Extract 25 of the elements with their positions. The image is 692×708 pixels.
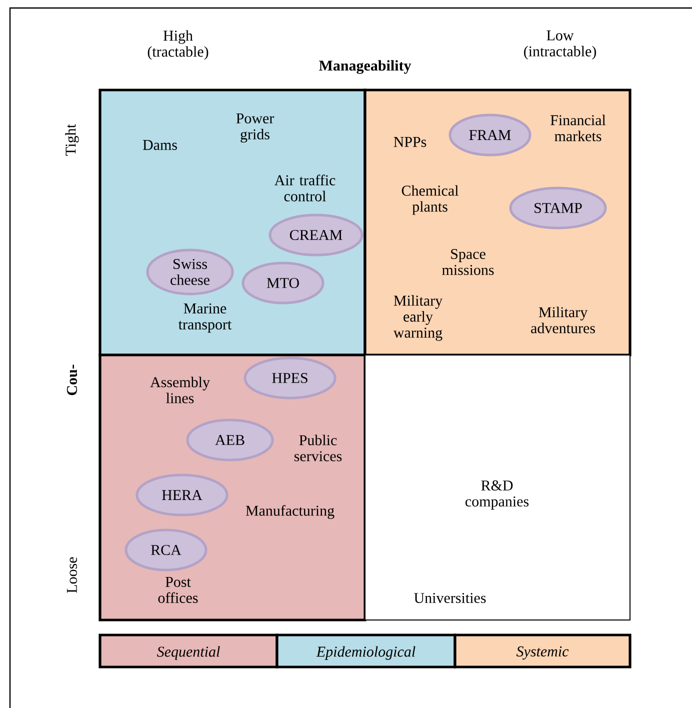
axis-label: Tight bbox=[65, 124, 79, 156]
item-label: Marine transport bbox=[178, 303, 232, 333]
axis-label: Manageability bbox=[319, 60, 412, 74]
item-label: Assembly lines bbox=[150, 376, 210, 404]
item-label: Dams bbox=[142, 140, 177, 150]
item-label: Chemical plants bbox=[402, 185, 458, 215]
axis-label: Low (intractable) bbox=[524, 30, 596, 60]
item-label: Military adventures bbox=[531, 306, 595, 334]
legend-box: Sequential bbox=[98, 634, 278, 668]
item-label: Post offices bbox=[158, 577, 198, 603]
item-label: Military early warning bbox=[393, 295, 443, 341]
item-label: Public services bbox=[294, 434, 342, 462]
item-label: Manufacturing bbox=[246, 505, 334, 519]
item-label: Financial markets bbox=[550, 114, 606, 142]
axis-label: Loose bbox=[67, 557, 77, 593]
axis-label: High (tractable) bbox=[148, 30, 208, 60]
item-label: NPPs bbox=[394, 137, 426, 147]
legend-box: Epidemiological bbox=[276, 634, 456, 668]
item-label: Universities bbox=[414, 592, 486, 604]
item-label: Power grids bbox=[236, 113, 274, 143]
item-label: Air traffic control bbox=[274, 174, 336, 202]
item-label: Space missions bbox=[442, 248, 494, 276]
axis-label: Cou- bbox=[66, 364, 78, 396]
item-label: R&D companies bbox=[466, 480, 529, 510]
legend-box: Systemic bbox=[454, 634, 632, 668]
